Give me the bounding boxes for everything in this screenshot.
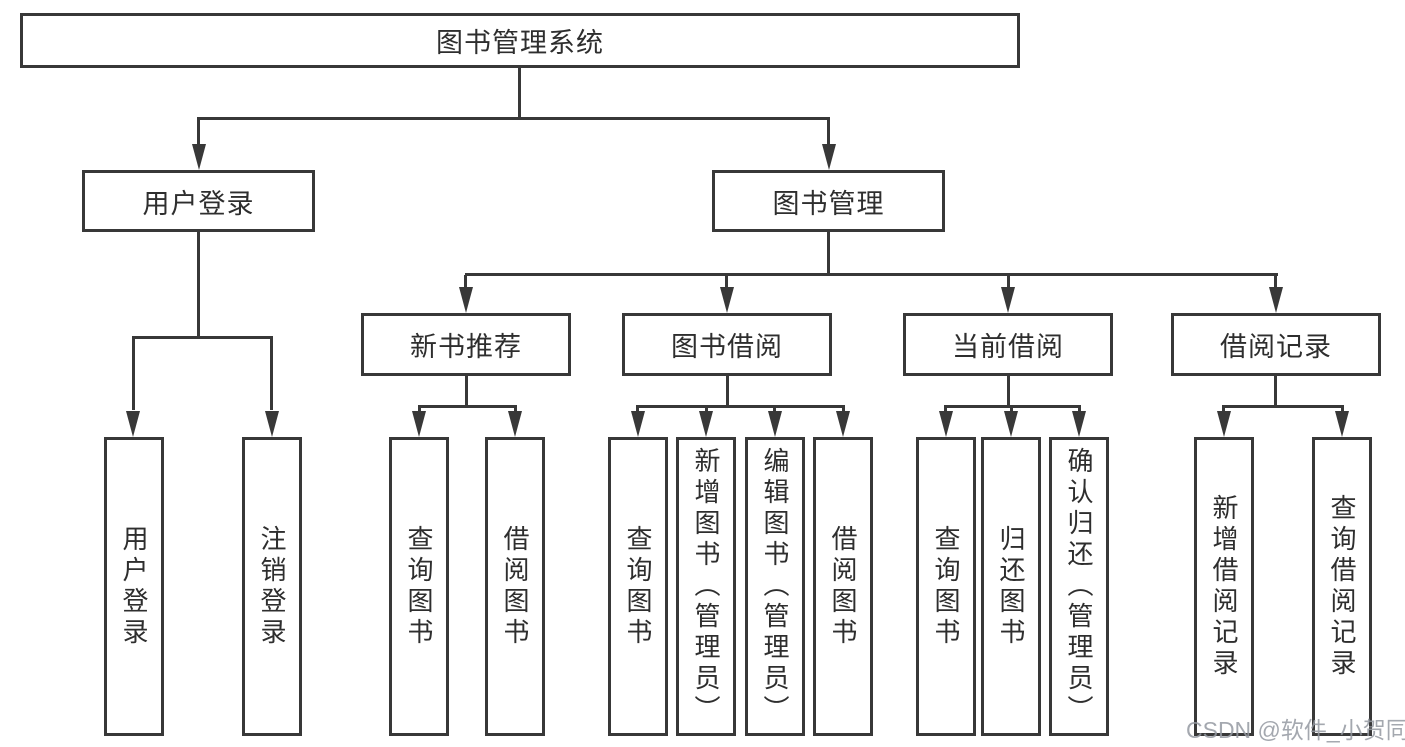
connector-line: [132, 338, 135, 410]
connector-line: [636, 405, 639, 413]
arrowhead-down-icon: [1269, 287, 1283, 313]
node-root-library-system: 图书管理系统: [20, 13, 1020, 68]
leaf-current-return-book: 归还图书: [981, 437, 1041, 736]
arrowhead-down-icon: [822, 144, 836, 170]
connector-line: [944, 405, 947, 413]
connector-line: [842, 405, 845, 413]
leaf-user-login: 用户登录: [104, 437, 164, 736]
arrowhead-down-icon: [1335, 411, 1349, 437]
node-book-borrow: 图书借阅: [622, 313, 832, 376]
connector-line: [418, 405, 421, 413]
connector-line: [705, 405, 708, 413]
connector-line: [1274, 275, 1277, 289]
connector-line: [418, 405, 517, 408]
connector-line: [197, 231, 200, 338]
connector-line: [464, 275, 467, 289]
leaf-logout: 注销登录: [242, 437, 302, 736]
arrowhead-down-icon: [265, 411, 279, 437]
node-user-login: 用户登录: [82, 170, 315, 232]
leaf-borrow-edit-book-admin: 编辑图书（管理员）: [745, 437, 805, 736]
arrowhead-down-icon: [1001, 287, 1015, 313]
arrowhead-down-icon: [1217, 411, 1231, 437]
connector-line: [1010, 405, 1013, 413]
leaf-current-confirm-return-admin: 确认归还（管理员）: [1049, 437, 1109, 736]
connector-line: [1274, 375, 1277, 407]
arrowhead-down-icon: [412, 411, 426, 437]
leaf-borrow-borrow-book: 借阅图书: [813, 437, 873, 736]
node-current-borrow: 当前借阅: [903, 313, 1113, 376]
connector-line: [465, 273, 1278, 276]
arrowhead-down-icon: [699, 411, 713, 437]
connector-line: [1341, 405, 1344, 413]
arrowhead-down-icon: [631, 411, 645, 437]
arrowhead-down-icon: [1004, 411, 1018, 437]
arrowhead-down-icon: [126, 411, 140, 437]
connector-line: [827, 119, 830, 146]
connector-line: [197, 119, 200, 146]
leaf-recommend-query-book: 查询图书: [389, 437, 449, 736]
node-new-book-recommend: 新书推荐: [361, 313, 571, 376]
leaf-records-query-record: 查询借阅记录: [1312, 437, 1372, 736]
node-book-management: 图书管理: [712, 170, 945, 232]
connector-line: [465, 375, 468, 407]
connector-line: [518, 67, 521, 119]
connector-line: [132, 336, 273, 339]
arrowhead-down-icon: [192, 144, 206, 170]
arrowhead-down-icon: [720, 287, 734, 313]
connector-line: [636, 405, 845, 408]
arrowhead-down-icon: [939, 411, 953, 437]
arrowhead-down-icon: [768, 411, 782, 437]
leaf-current-query-book: 查询图书: [916, 437, 976, 736]
connector-line: [514, 405, 517, 413]
connector-line: [827, 231, 830, 275]
connector-line: [1007, 375, 1010, 407]
node-borrow-records: 借阅记录: [1171, 313, 1381, 376]
arrowhead-down-icon: [1072, 411, 1086, 437]
connector-line: [270, 338, 273, 410]
leaf-records-add-record: 新增借阅记录: [1194, 437, 1254, 736]
connector-line: [725, 275, 728, 289]
connector-line: [1078, 405, 1081, 413]
connector-line: [1222, 405, 1344, 408]
connector-line: [197, 117, 830, 120]
arrowhead-down-icon: [508, 411, 522, 437]
connector-line: [1007, 275, 1010, 289]
leaf-borrow-add-book-admin: 新增图书（管理员）: [676, 437, 736, 736]
csdn-watermark: CSDN @软件_小贺同学: [1186, 717, 1405, 743]
leaf-borrow-query-book: 查询图书: [608, 437, 668, 736]
connector-line: [726, 375, 729, 407]
arrowhead-down-icon: [459, 287, 473, 313]
arrowhead-down-icon: [836, 411, 850, 437]
connector-line: [1222, 405, 1225, 413]
connector-line: [773, 405, 776, 413]
leaf-recommend-borrow-book: 借阅图书: [485, 437, 545, 736]
